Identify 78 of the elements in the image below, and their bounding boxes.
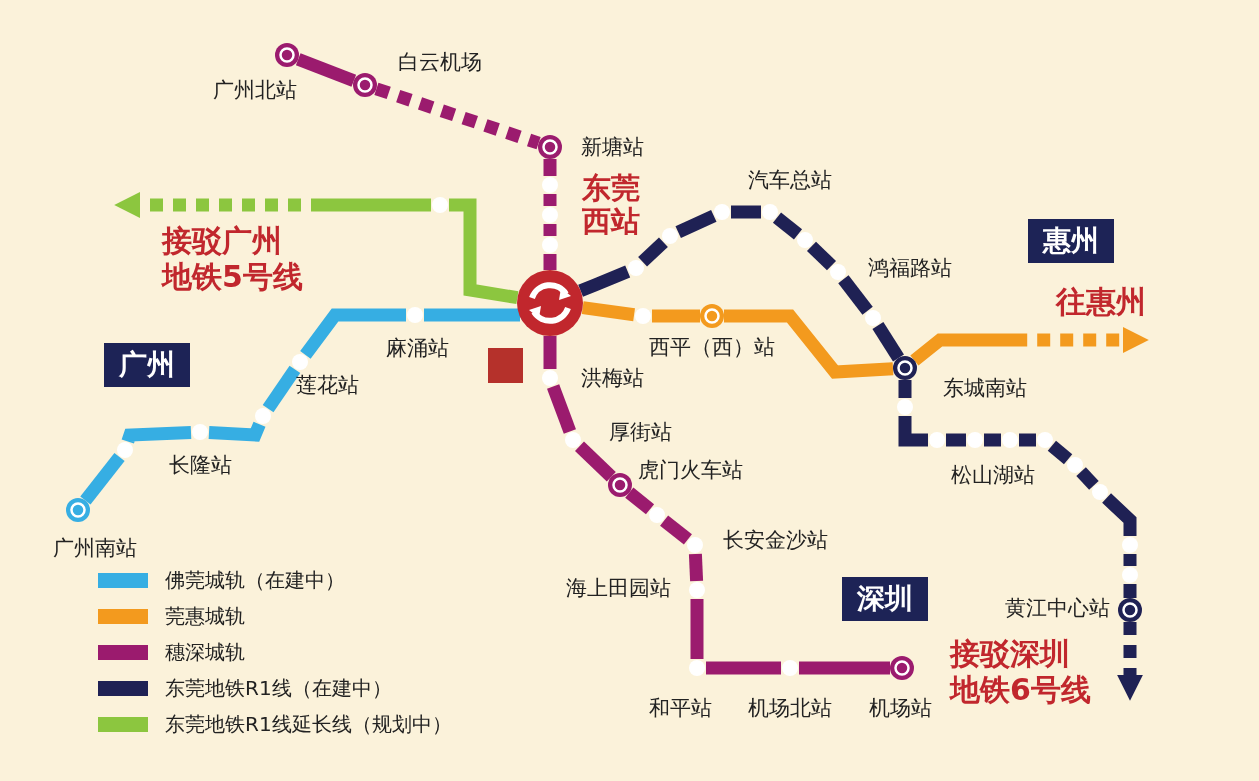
metro-line: [652, 309, 700, 323]
station-name: 和平站: [648, 695, 712, 722]
metro-line: [300, 308, 406, 359]
metro-line: [690, 599, 704, 659]
metro-line: [543, 224, 557, 236]
station-name: 广州南站: [53, 535, 137, 562]
station-name: 莲花站: [295, 372, 359, 399]
region-label: 广州: [104, 343, 190, 387]
metro-line: [208, 421, 266, 442]
legend-text: 东莞地铁R1线（在建中）: [165, 675, 392, 702]
metro-line: [295, 53, 357, 87]
metro-line: [575, 441, 616, 482]
legend-text: 莞惠城轨: [165, 603, 245, 630]
station-name: 鸿福路站: [868, 255, 952, 282]
station-name: 海上田园站: [565, 575, 671, 602]
metro-line: [898, 416, 928, 447]
metro-line: [898, 380, 912, 398]
metro-line: [374, 82, 541, 150]
destination-label: 接驳广州地铁5号线: [162, 223, 304, 295]
metro-line: [625, 487, 655, 515]
metro-line: [80, 453, 125, 505]
station-name: 机场北站: [748, 695, 832, 722]
legend-text: 东莞地铁R1线延长线（规划中）: [165, 711, 452, 738]
metro-line: [1102, 493, 1137, 536]
metro-line: [660, 515, 692, 545]
metro-line: [838, 275, 873, 315]
metro-line: [543, 254, 557, 270]
line-arrow: [910, 327, 1149, 366]
line-arrow: [1117, 622, 1143, 701]
station-name: 洪梅站: [580, 365, 644, 392]
metro-line: [724, 309, 894, 379]
metro-line: [578, 265, 631, 297]
station-name: 麻涌站: [385, 335, 449, 362]
station-name: 黄江中心站: [1004, 595, 1110, 622]
destination-label: 往惠州: [1056, 284, 1168, 332]
metro-line: [675, 209, 717, 239]
metro-line: [799, 661, 890, 675]
legend-text: 佛莞城轨（在建中）: [165, 567, 345, 594]
destination-label: 接驳深圳地铁6号线: [950, 636, 1092, 708]
metro-line: [688, 553, 704, 582]
station-name: 长安金沙站: [722, 527, 828, 554]
metro-line: [543, 159, 557, 176]
metro-line: [1019, 433, 1036, 447]
station-name: 广州北站: [213, 77, 297, 104]
metro-line: [581, 301, 635, 322]
metro-line: [121, 425, 192, 444]
metro-line: [872, 322, 904, 362]
station-name: 长隆站: [168, 452, 232, 479]
metro-line: [449, 198, 519, 305]
region-label: 深圳: [842, 577, 928, 621]
metro-line: [731, 205, 761, 219]
legend-text: 穗深城轨: [165, 639, 245, 666]
metro-line: [262, 365, 301, 413]
region-label: 惠州: [1028, 219, 1114, 263]
station-name: 西平（西）站: [649, 334, 775, 361]
metro-line: [638, 237, 668, 267]
metro-line: [547, 384, 576, 434]
metro-line: [543, 336, 557, 369]
metro-line: [706, 661, 781, 675]
station-name: 白云机场: [398, 49, 482, 76]
metro-line: [806, 241, 837, 271]
station-name: 机场站: [868, 695, 932, 722]
station-name: 汽车总站: [748, 167, 832, 194]
metro-line: [1076, 467, 1099, 490]
station-name: 东城南站: [943, 375, 1027, 402]
metro-line: [1123, 584, 1137, 598]
metro-line: [772, 212, 803, 240]
metro-line: [1123, 554, 1137, 566]
metro-line: [1047, 440, 1073, 465]
station-name: 松山湖站: [951, 462, 1035, 489]
metro-line: [984, 433, 1001, 447]
metro-line: [946, 433, 966, 447]
hub-station-name: 东莞西站: [581, 171, 641, 239]
station-name: 厚街站: [608, 419, 672, 446]
metro-line: [543, 194, 557, 206]
station-name: 虎门火车站: [637, 457, 743, 484]
line-arrow: [114, 192, 431, 218]
station-name: 新塘站: [580, 134, 644, 161]
